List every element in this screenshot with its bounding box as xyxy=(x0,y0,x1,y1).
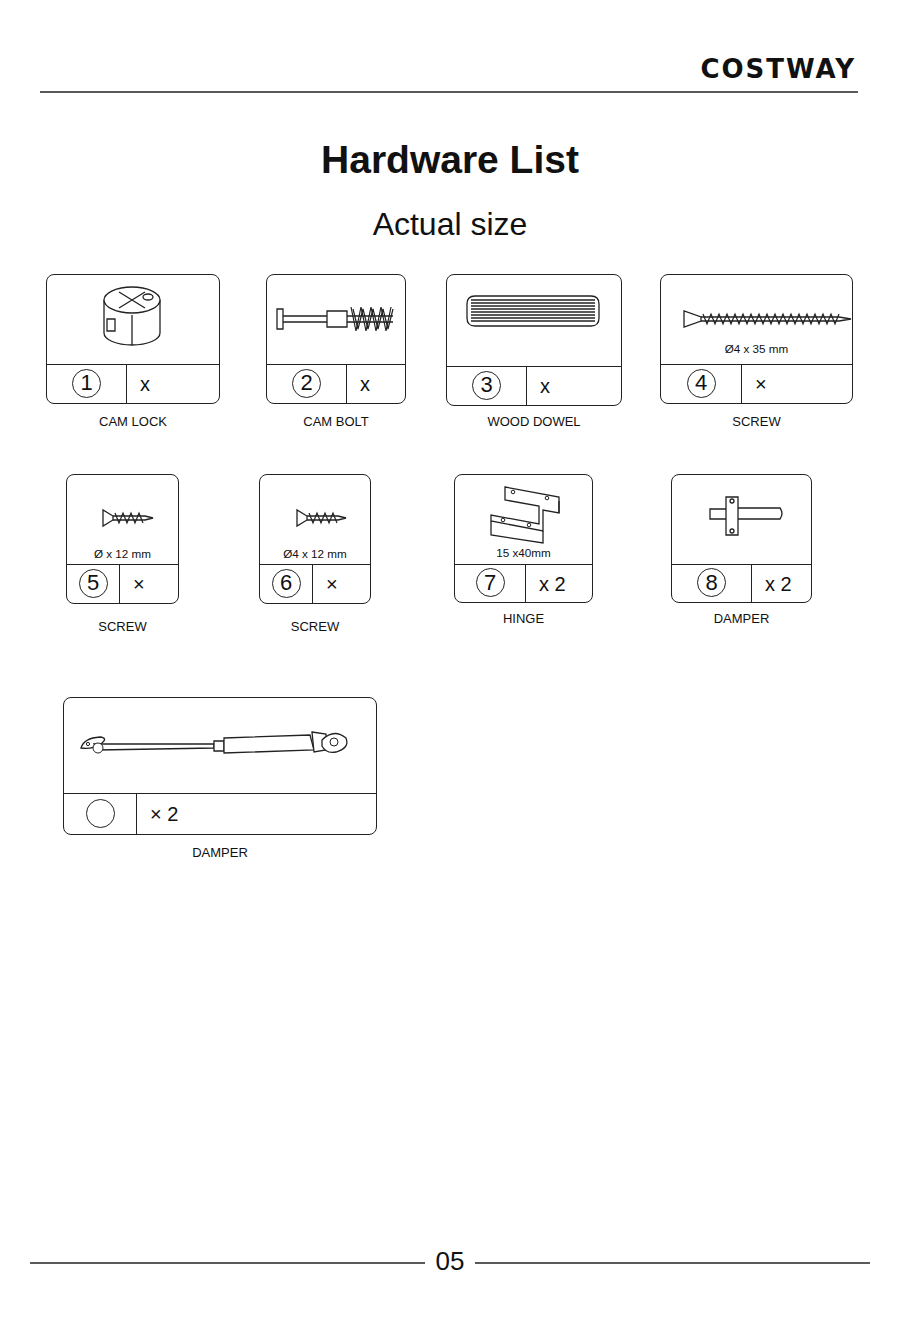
dimension: Ø x 12 mm xyxy=(67,548,178,560)
hardware-card: 8x 2DAMPER xyxy=(671,474,812,603)
brand-logo: COSTWAY xyxy=(672,56,856,82)
subtitle: Actual size xyxy=(250,208,650,240)
row-divider xyxy=(312,565,313,603)
part-name: SCREW xyxy=(37,620,208,633)
quantity: x xyxy=(140,374,150,394)
hardware-card: 2xCAM BOLT xyxy=(266,274,406,404)
part-name: HINGE xyxy=(425,612,622,625)
callout-circle: 4 xyxy=(687,369,716,398)
quantity: × xyxy=(326,574,338,594)
row-divider xyxy=(119,565,120,603)
part-name: DAMPER xyxy=(642,612,841,625)
callout-circle: 5 xyxy=(79,569,108,598)
dimension: Ø4 x 12 mm xyxy=(260,548,370,560)
part-name: DAMPER xyxy=(34,846,406,859)
callout-circle xyxy=(86,799,115,828)
hardware-card: 4×Ø4 x 35 mmSCREW xyxy=(660,274,853,404)
part-name: SCREW xyxy=(631,415,882,428)
quantity: x 2 xyxy=(765,574,792,594)
callout-number: 7 xyxy=(477,569,504,596)
row-divider xyxy=(741,365,742,403)
callout-number: 1 xyxy=(73,370,100,397)
quantity-row: 7 x 2 xyxy=(455,564,592,602)
callout-number: 8 xyxy=(698,569,725,596)
hardware-card: 7x 215 x40mmHINGE xyxy=(454,474,593,603)
row-divider xyxy=(346,365,347,403)
footer-rule xyxy=(30,1262,425,1264)
quantity: × xyxy=(133,574,145,594)
callout-number: 3 xyxy=(473,372,500,399)
hardware-card: × 2DAMPER xyxy=(63,697,377,835)
callout-circle: 3 xyxy=(472,371,501,400)
hardware-card: 6×Ø4 x 12 mmSCREW xyxy=(259,474,371,604)
part-illustration xyxy=(47,275,221,367)
row-divider xyxy=(136,794,137,834)
part-name: CAM BOLT xyxy=(237,415,435,428)
callout-number: 5 xyxy=(80,570,107,597)
callout-circle: 1 xyxy=(72,369,101,398)
row-divider xyxy=(126,365,127,403)
quantity-row: 1x xyxy=(47,364,219,403)
row-divider xyxy=(526,367,527,405)
quantity-row: 4× xyxy=(661,364,852,403)
hardware-card: 3xWOOD DOWEL xyxy=(446,274,622,406)
callout-circle: 8 xyxy=(697,568,726,597)
quantity: x xyxy=(360,374,370,394)
quantity-row: 8 x 2 xyxy=(672,564,811,602)
page-title: Hardware List xyxy=(200,140,700,179)
row-divider xyxy=(751,565,752,602)
quantity: × 2 xyxy=(150,804,178,824)
quantity-row: 2x xyxy=(267,364,405,403)
part-name: WOOD DOWEL xyxy=(417,415,651,428)
part-illustration xyxy=(672,475,813,567)
dimension: Ø4 x 35 mm xyxy=(661,343,852,355)
footer-rule xyxy=(475,1262,870,1264)
quantity-row: 3x xyxy=(447,366,621,405)
quantity-row: 5× xyxy=(67,564,178,603)
callout-circle: 7 xyxy=(476,568,505,597)
page-number: 05 xyxy=(420,1248,480,1274)
part-name: SCREW xyxy=(230,620,400,633)
callout-circle: 2 xyxy=(292,369,321,398)
hardware-card: 1xCAM LOCK xyxy=(46,274,220,404)
quantity-row: 6× xyxy=(260,564,370,603)
hardware-card: 5×Ø x 12 mmSCREW xyxy=(66,474,179,604)
row-divider xyxy=(525,565,526,602)
quantity: x 2 xyxy=(539,574,566,594)
part-illustration xyxy=(267,275,407,367)
part-illustration xyxy=(447,275,623,369)
quantity: x xyxy=(540,376,550,396)
header-rule xyxy=(40,91,858,93)
quantity: × xyxy=(755,374,767,394)
callout-circle: 6 xyxy=(272,569,301,598)
callout-number: 4 xyxy=(688,370,715,397)
quantity-row: × 2 xyxy=(64,793,376,834)
callout-number: 6 xyxy=(273,570,300,597)
part-illustration xyxy=(64,698,378,796)
part-name: CAM LOCK xyxy=(17,415,249,428)
callout-number: 2 xyxy=(293,370,320,397)
dimension: 15 x40mm xyxy=(455,547,592,559)
